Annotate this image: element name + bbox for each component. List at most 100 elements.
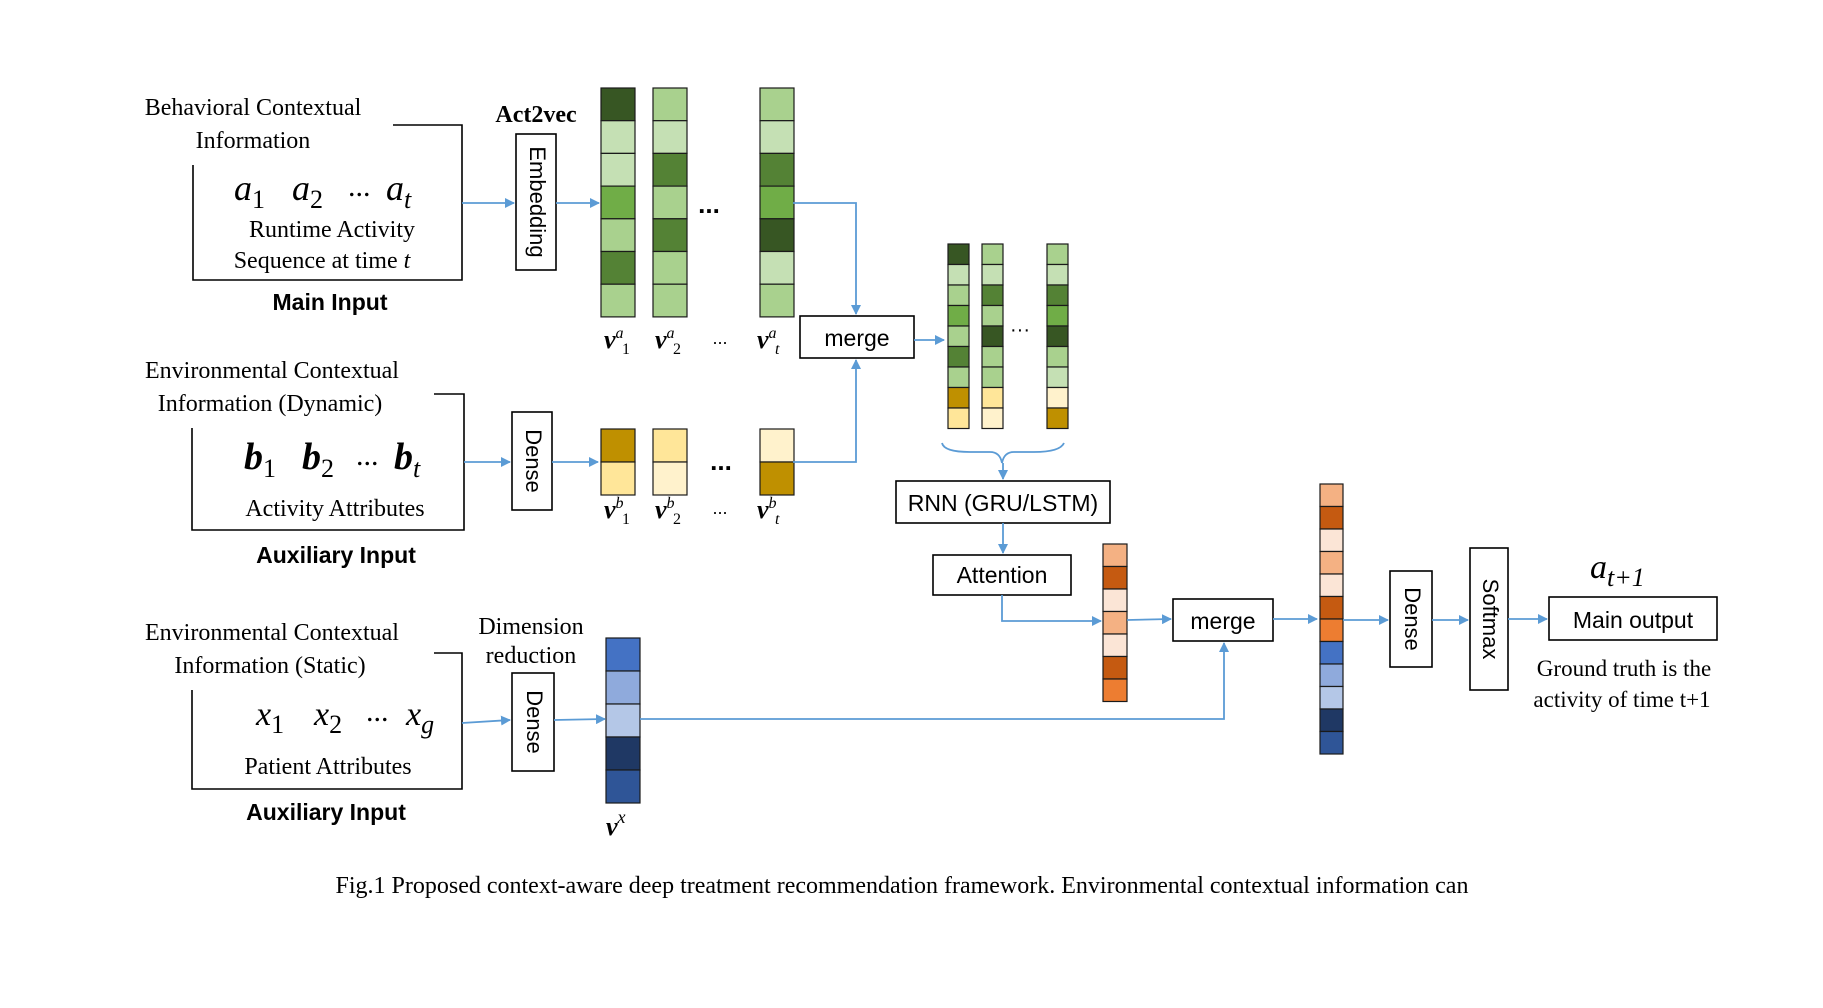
vector-cell (600, 185, 636, 220)
vector-cell (981, 243, 1004, 266)
behavioral-desc-line2: Sequence at time t (234, 248, 412, 274)
vector-cell (947, 243, 970, 266)
vector-cell (1102, 678, 1128, 703)
dense-final-box: Dense (1389, 570, 1433, 668)
rnn-label: RNN (GRU/LSTM) (908, 490, 1098, 516)
arrow-avectors-to-merge (793, 202, 861, 315)
vector-cell (600, 283, 636, 318)
label-vx: vx (606, 807, 626, 841)
vector-cell (1102, 633, 1128, 658)
vector-cell (947, 386, 970, 409)
auxiliary-input-label-dynamic: Auxiliary Input (256, 542, 416, 568)
vector-cell (1319, 663, 1344, 688)
arrow-attention-to-vector (1001, 595, 1102, 626)
behavioral-title-line1: Behavioral Contextual (145, 95, 362, 121)
vector-cell (759, 283, 795, 318)
arrow-xvector-to-merge (640, 642, 1229, 720)
attention-output-vector (1102, 543, 1128, 703)
connector-arrows (461, 198, 1548, 726)
main-output-box: Main output (1548, 596, 1718, 641)
vector-cell (759, 461, 795, 496)
vector-cell (1046, 284, 1069, 307)
vector-cell (600, 87, 636, 122)
merge-top-box: merge (799, 315, 915, 359)
behavioral-input-box (192, 124, 463, 281)
static-input-box (191, 652, 463, 790)
vector-cell (605, 769, 641, 804)
vector-cell (759, 185, 795, 220)
dim-reduction-line2: reduction (486, 643, 577, 669)
vector-a1 (600, 87, 636, 318)
vector-bt (759, 428, 795, 496)
vector-cell (652, 152, 688, 187)
merge-bottom-label: merge (1190, 608, 1255, 634)
vector-cell (652, 428, 688, 463)
vector-cell (652, 87, 688, 122)
dynamic-title-line2: Information (Dynamic) (158, 391, 383, 417)
vector-at (759, 87, 795, 318)
vector-cell (1102, 655, 1128, 680)
dynamic-input-box (191, 393, 465, 531)
arrow-static-to-dense (461, 715, 511, 726)
vector-cell (1319, 618, 1344, 643)
vector-cell (1319, 730, 1344, 755)
vector-cell (759, 152, 795, 187)
output-variable: at+1 (1590, 549, 1645, 592)
figure-caption: Fig.1 Proposed context-aware deep treatm… (336, 873, 1469, 899)
dynamic-title-line1: Environmental Contextual (145, 358, 399, 384)
vector-cell (947, 304, 970, 327)
vector-cell (981, 284, 1004, 307)
act2vec-label: Act2vec (495, 102, 577, 128)
vector-cell (981, 366, 1004, 389)
dense-static-label: Dense (522, 690, 547, 754)
vector-cell (600, 218, 636, 253)
behavioral-title-line2: Information (196, 128, 311, 154)
vector-cell (947, 284, 970, 307)
vectors-a-ellipsis: ... (698, 189, 720, 219)
main-output-label: Main output (1573, 607, 1694, 633)
vector-cell (1319, 685, 1344, 710)
vector-cell (1319, 573, 1344, 598)
vector-cell (652, 250, 688, 285)
arrow-dense-to-xvector (553, 714, 606, 725)
vector-cell (1319, 640, 1344, 665)
vector-cell (759, 428, 795, 463)
dynamic-desc: Activity Attributes (245, 496, 424, 522)
vector-cell (600, 250, 636, 285)
label-a-ellipsis: ... (712, 328, 727, 348)
vector-cell (1046, 263, 1069, 286)
attention-label: Attention (957, 562, 1048, 588)
vector-cell (652, 218, 688, 253)
vector-cell (947, 366, 970, 389)
vector-cell (1319, 483, 1344, 508)
merged-vector-1 (947, 243, 970, 430)
vector-cell (605, 703, 641, 738)
rnn-box: RNN (GRU/LSTM) (895, 480, 1111, 524)
vector-cell (759, 250, 795, 285)
dense-final-label: Dense (1400, 587, 1425, 651)
dynamic-sequence: b1 b2 ... bt (244, 432, 421, 486)
vector-cell (600, 428, 636, 463)
softmax-label: Softmax (1478, 579, 1503, 660)
vector-cell (981, 407, 1004, 430)
vector-cell (1046, 325, 1069, 348)
vector-cell (947, 407, 970, 430)
merged-vector-2 (981, 243, 1004, 430)
dynamic-input: Environmental Contextual Information (Dy… (145, 358, 465, 568)
vector-cell (947, 325, 970, 348)
vectors-b-ellipsis: ... (710, 446, 732, 476)
vector-cell (1102, 565, 1128, 590)
vector-b2 (652, 428, 688, 496)
vector-cell (759, 87, 795, 122)
main-input-label: Main Input (273, 289, 388, 315)
output-note-line2: activity of time t+1 (1533, 687, 1710, 712)
vector-cell (1046, 407, 1069, 430)
vector-cell (1319, 505, 1344, 530)
vector-cell (1102, 543, 1128, 568)
vector-cell (1046, 243, 1069, 266)
vector-cell (981, 386, 1004, 409)
